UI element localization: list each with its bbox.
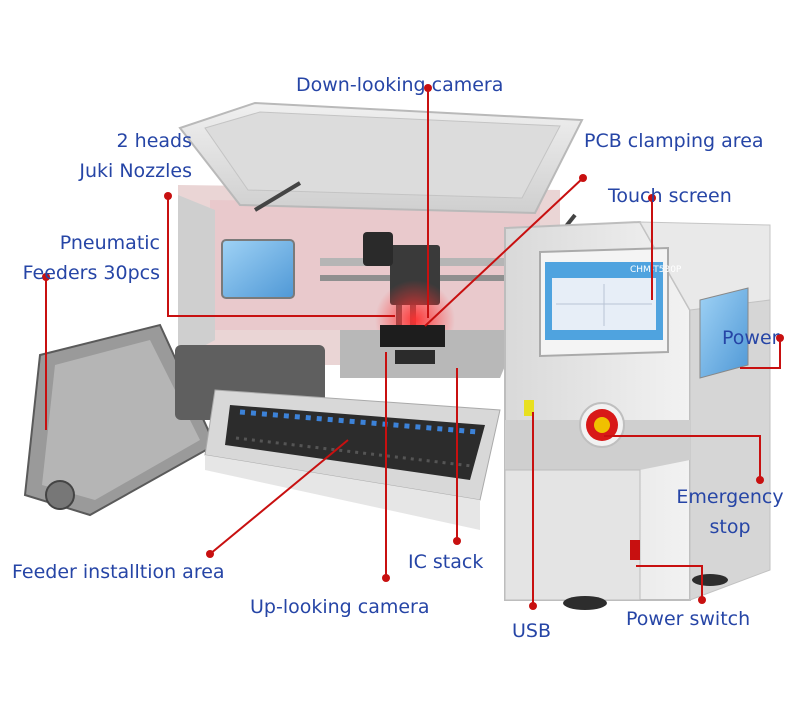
label-power: Power: [722, 327, 780, 349]
label-emergency-line1: Emergency: [676, 486, 784, 508]
label-heads-line2: Juki Nozzles: [79, 160, 192, 182]
emergency-stop-button: [579, 402, 625, 448]
label-feeder-area: Feeder installtion area: [12, 561, 225, 583]
power-switch-knob: [630, 540, 640, 560]
label-touch-screen: Touch screen: [608, 185, 732, 207]
pneumatic-feeders: [23, 323, 325, 517]
label-ic-stack: IC stack: [408, 551, 484, 573]
leader-feeder-area: [209, 439, 349, 555]
feeder-installation-rail: [204, 389, 501, 530]
label-usb: USB: [512, 620, 552, 642]
leader-power: [740, 338, 781, 369]
touch-screen-panel: CHM-T530P: [539, 246, 682, 358]
machine-lid: [178, 101, 584, 242]
left-side-panel: [178, 195, 295, 360]
anchor-dots: [42, 84, 784, 610]
label-emergency-line2: stop: [709, 516, 751, 538]
work-bed: [340, 325, 520, 378]
label-power-switch: Power switch: [626, 608, 751, 630]
label-pneumatic-line2: Feeders 30pcs: [22, 262, 160, 284]
leader-heads: [167, 196, 395, 317]
leader-lines: [45, 88, 781, 606]
leader-power-switch: [636, 565, 703, 600]
label-pcb-clamp: PCB clamping area: [584, 130, 764, 152]
screen-brand-text: CHM-T530P: [630, 265, 682, 275]
label-pneumatic-line1: Pneumatic: [59, 232, 160, 254]
usb-port: [524, 400, 534, 416]
leader-emergency: [604, 435, 761, 480]
label-down-camera: Down-looking camera: [296, 74, 504, 96]
label-up-camera: Up-looking camera: [250, 596, 430, 618]
label-heads-line1: 2 heads: [116, 130, 192, 152]
leader-pcb-clamp: [424, 177, 584, 327]
